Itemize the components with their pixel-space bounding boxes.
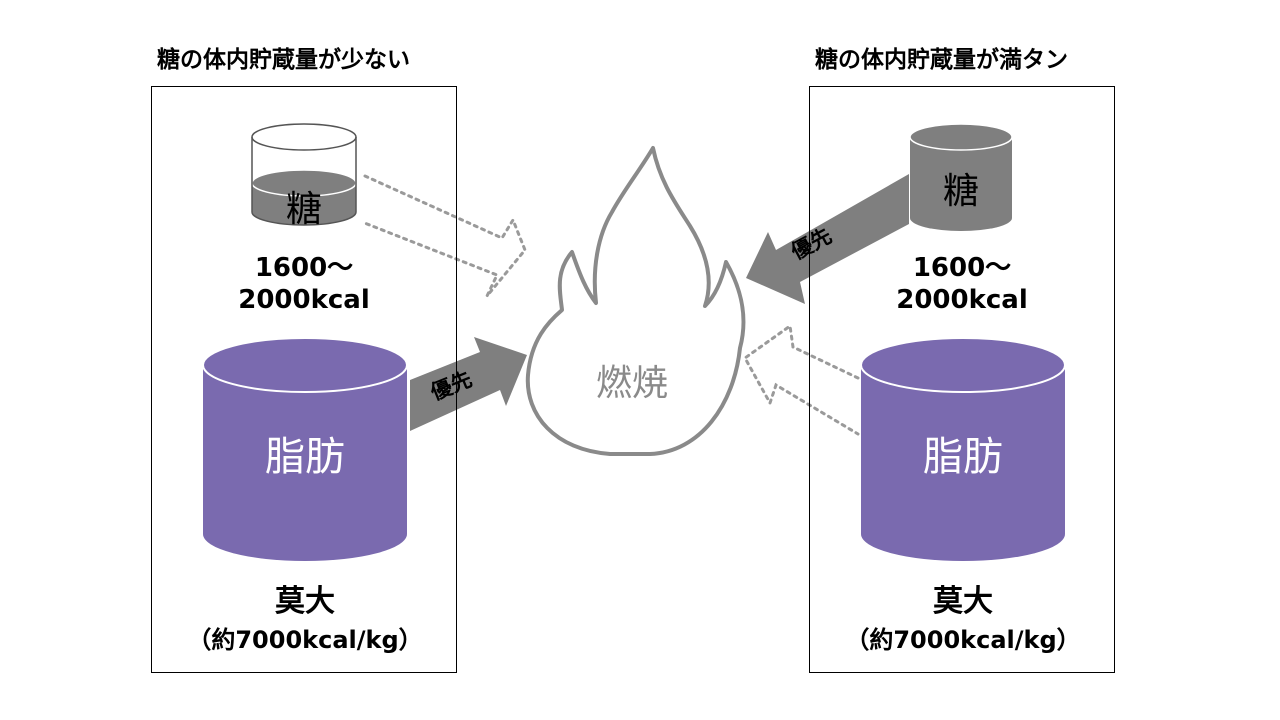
left-sugar-label: 糖	[285, 189, 322, 230]
right-fat-cylinder	[860, 337, 1066, 561]
right-sugar-cylinder	[909, 123, 1013, 231]
right-fat-label: 脂肪	[923, 434, 1003, 480]
right-panel	[809, 86, 1115, 673]
burn-label: 燃焼	[595, 363, 668, 404]
left-fat-label: 脂肪	[265, 434, 345, 480]
left-sugar-beaker	[251, 123, 357, 226]
flame-outline	[525, 146, 746, 456]
left-fat-cylinder	[202, 337, 408, 561]
right-dotted-arrow	[743, 323, 860, 436]
left-sugar-kcal-line1: 1600〜	[254, 253, 354, 283]
right-priority-arrow	[746, 174, 909, 304]
right-sugar-kcal-line1: 1600〜	[912, 253, 1012, 283]
left-panel	[151, 86, 457, 673]
right-sugar-kcal-line2: 2000kcal	[896, 285, 1028, 315]
right-fat-amount: 莫大	[933, 584, 993, 619]
left-dotted-arrow	[360, 174, 527, 297]
left-sugar-kcal: 1600〜 2000kcal	[204, 252, 404, 316]
left-title: 糖の体内貯蔵量が少ない	[157, 47, 410, 73]
right-fat-kcal: （約7000kcal/kg）	[845, 626, 1081, 654]
left-fat-kcal: （約7000kcal/kg）	[187, 626, 423, 654]
left-sugar-kcal-line2: 2000kcal	[238, 285, 370, 315]
right-sugar-kcal: 1600〜 2000kcal	[862, 252, 1062, 316]
right-sugar-label: 糖	[942, 171, 979, 212]
left-fat-amount: 莫大	[275, 584, 335, 619]
left-priority-arrow	[410, 337, 527, 431]
right-title: 糖の体内貯蔵量が満タン	[815, 47, 1068, 73]
